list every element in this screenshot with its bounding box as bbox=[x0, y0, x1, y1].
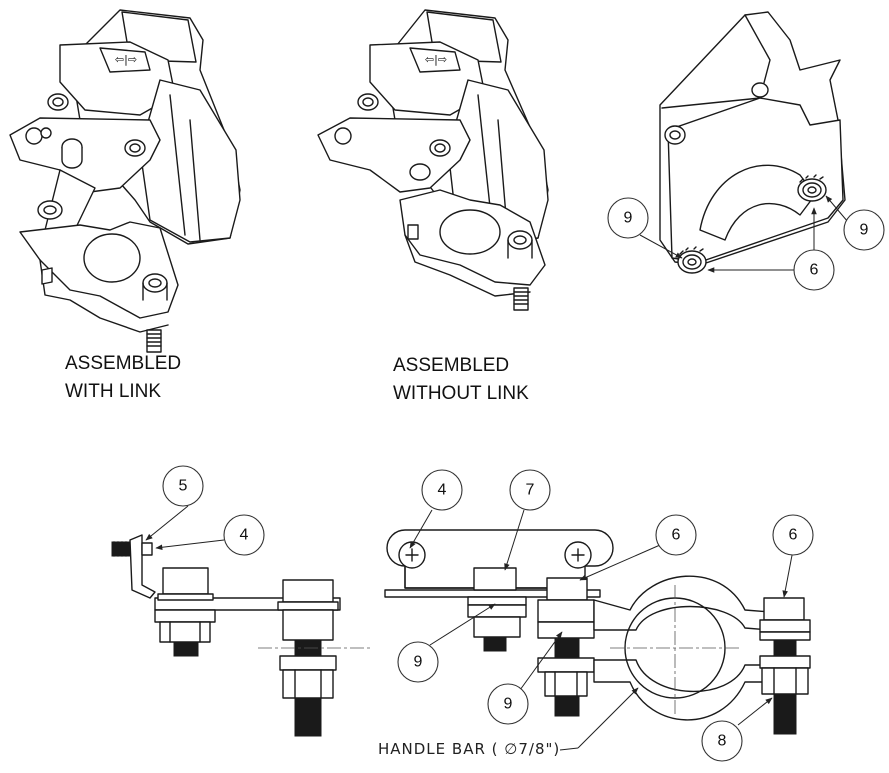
caption-without-link: ASSEMBLED WITHOUT LINK bbox=[393, 352, 529, 408]
side-view-right bbox=[384, 529, 811, 735]
side-view-left bbox=[111, 534, 372, 737]
balloon-4 bbox=[223, 514, 265, 556]
balloon-label: 4 bbox=[438, 482, 447, 499]
svg-text:⇦|⇨: ⇦|⇨ bbox=[115, 53, 137, 66]
balloon-label: 6 bbox=[810, 262, 819, 279]
balloon-label: 9 bbox=[414, 654, 423, 671]
balloon-label: 8 bbox=[718, 733, 727, 750]
balloon-9-right bbox=[843, 209, 885, 251]
caption-line: ASSEMBLED bbox=[393, 355, 510, 376]
iso-view-without-link: ⇦|⇨ bbox=[317, 9, 549, 311]
balloon-4 bbox=[421, 469, 463, 511]
balloon-6-right bbox=[772, 514, 814, 556]
balloon-8 bbox=[701, 720, 743, 762]
balloon-7 bbox=[509, 469, 551, 511]
balloon-label: 9 bbox=[624, 210, 633, 227]
balloon-label: 5 bbox=[179, 478, 188, 495]
balloon-6-clamp bbox=[655, 514, 697, 556]
handle-bar-label: HANDLE BAR ( ∅7/8") bbox=[378, 740, 561, 758]
balloon-label: 4 bbox=[240, 527, 249, 544]
balloon-group-side-left: 5 4 bbox=[145, 465, 265, 556]
balloon-group-side-right: 4 7 6 6 9 9 8 bbox=[397, 469, 814, 762]
balloon-label: 9 bbox=[504, 696, 513, 713]
balloon-group-top-right: 9 9 6 bbox=[607, 195, 885, 291]
caption-line: ASSEMBLED bbox=[65, 353, 182, 374]
balloon-5 bbox=[162, 465, 204, 507]
balloon-9-lower bbox=[487, 683, 529, 725]
balloon-9-middle bbox=[397, 641, 439, 683]
iso-view-with-link: ⇦|⇨ bbox=[9, 9, 241, 353]
caption-line: WITHOUT LINK bbox=[393, 383, 529, 404]
iso-view-back-detail bbox=[659, 11, 846, 274]
balloon-6 bbox=[793, 249, 835, 291]
balloon-label: 9 bbox=[860, 222, 869, 239]
caption-with-link: ASSEMBLED WITH LINK bbox=[65, 350, 181, 406]
balloon-label: 6 bbox=[789, 527, 798, 544]
caption-line: WITH LINK bbox=[65, 381, 162, 402]
svg-text:⇦|⇨: ⇦|⇨ bbox=[425, 53, 447, 66]
balloon-9-left bbox=[607, 197, 649, 239]
balloon-label: 7 bbox=[526, 482, 535, 499]
balloon-label: 6 bbox=[672, 527, 681, 544]
